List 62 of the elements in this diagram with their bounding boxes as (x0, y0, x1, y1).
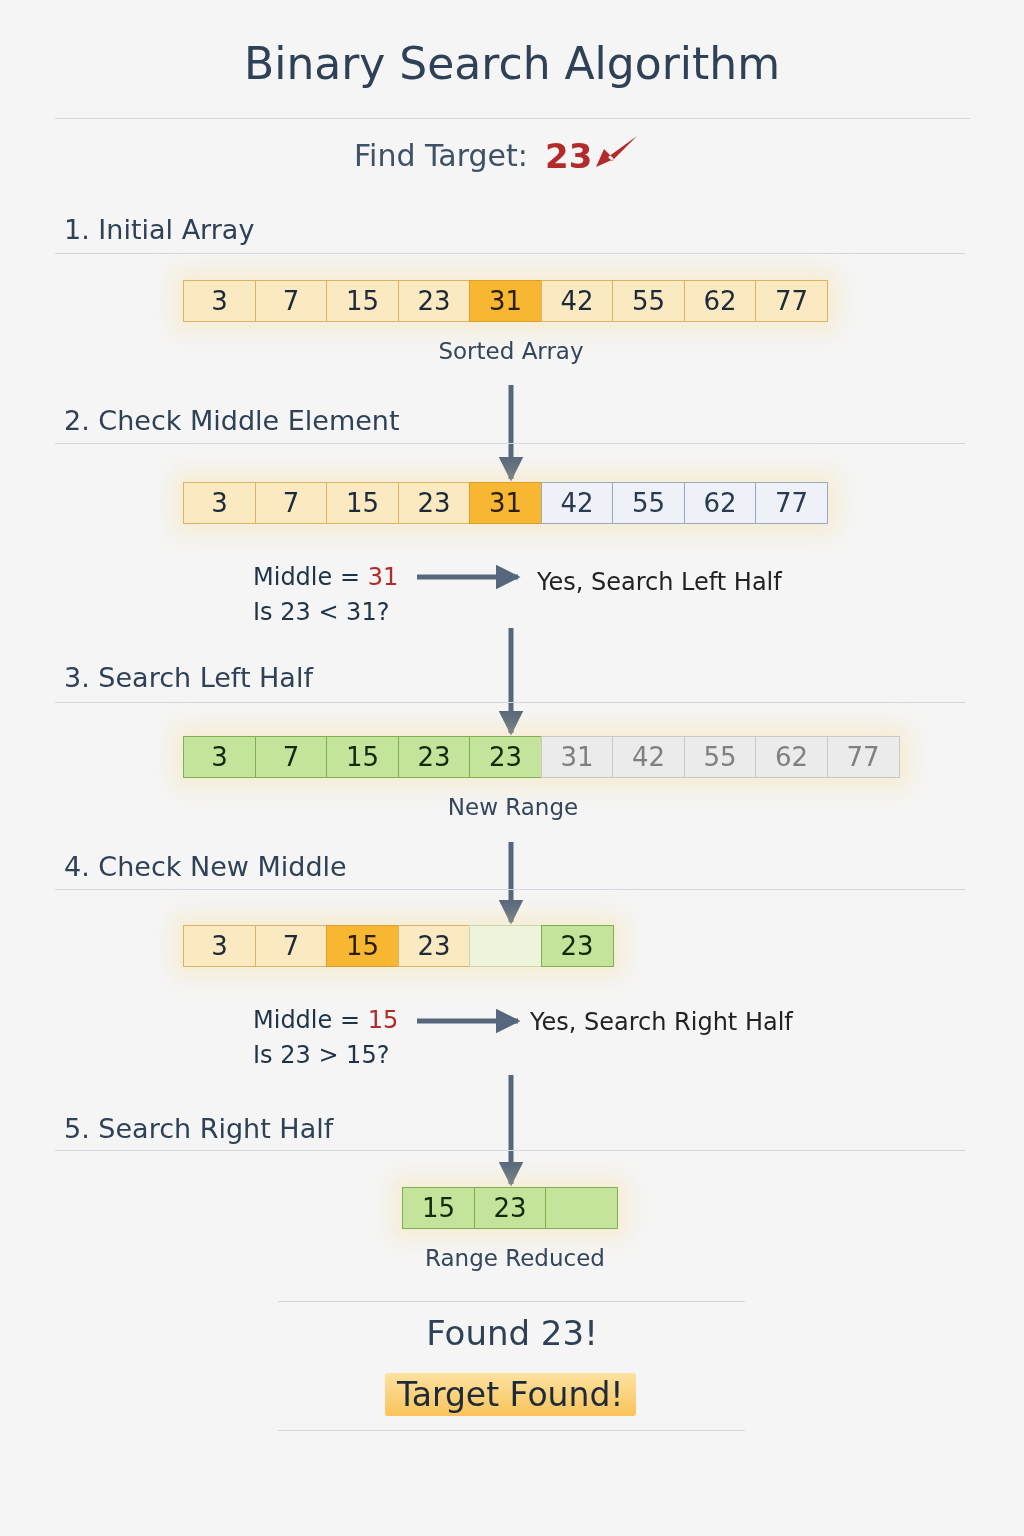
array-cell: 7 (254, 925, 328, 967)
section-heading: 2. Check Middle Element (64, 405, 400, 436)
array-cell: 15 (326, 736, 399, 778)
array-row (183, 482, 828, 524)
array-cell: 62 (683, 482, 757, 524)
array-cell: 23 (397, 736, 471, 778)
array-caption: Sorted Array (438, 338, 584, 364)
arrow (498, 628, 524, 736)
array-cell: 31 (540, 736, 614, 778)
array-cell: 23 (473, 1187, 547, 1229)
array-row (183, 925, 614, 967)
arrow (498, 842, 524, 925)
array-cell: 7 (254, 280, 328, 322)
array-cell: 77 (755, 280, 828, 322)
decision-text: Yes, Search Right Half (520, 1008, 793, 1036)
array-cell: 15 (326, 280, 399, 322)
array-caption: Range Reduced (425, 1245, 605, 1271)
target-value: 23 (545, 136, 593, 176)
array-cell: 42 (540, 482, 614, 524)
array-cell: 7 (254, 736, 328, 778)
result-heading: Found 23! (425, 1313, 599, 1353)
array-cell: 77 (826, 736, 900, 778)
array-cell: 23 (397, 482, 471, 524)
array-cell: 23 (397, 280, 471, 322)
array-cell: 23 (469, 736, 542, 778)
array-cell: 15 (326, 925, 399, 967)
arrow (417, 1008, 521, 1034)
comparison-note: Middle = 31 (253, 562, 400, 593)
array-cell: 55 (612, 482, 685, 524)
arrow (498, 1075, 524, 1187)
array-cell: 15 (402, 1187, 475, 1229)
array-cell: 62 (755, 736, 828, 778)
array-cell: 7 (254, 482, 328, 524)
array-cell: 3 (183, 482, 256, 524)
array-cell: 42 (612, 736, 685, 778)
arrow (498, 385, 524, 482)
section-heading: 5. Search Right Half (64, 1113, 334, 1144)
comparison-note: Is 23 > 15? (253, 1040, 391, 1071)
array-cell: 3 (183, 280, 256, 322)
decision-text: Yes, Search Left Half (520, 568, 782, 596)
comparison-note: Middle = 15 (253, 1005, 400, 1036)
array-cell: 23 (540, 925, 614, 967)
section-heading: 1. Initial Array (64, 214, 255, 245)
array-cell: 15 (326, 482, 399, 524)
comparison-note: Is 23 < 31? (253, 597, 391, 628)
array-cell: 55 (683, 736, 757, 778)
array-cell: 77 (755, 482, 828, 524)
prompt-text: Find Target: (354, 138, 528, 173)
result-badge: Target Found! (385, 1373, 636, 1416)
array-cell: 62 (683, 280, 757, 322)
array-cell: 3 (183, 925, 256, 967)
array-cell: 3 (183, 736, 256, 778)
section-heading: 4. Check New Middle (64, 851, 347, 882)
array-cell: 31 (469, 280, 542, 322)
array-cell: 23 (397, 925, 471, 967)
arrow (417, 564, 521, 590)
array-caption: New Range (447, 794, 579, 820)
array-cell: 31 (469, 482, 542, 524)
array-cell: 55 (612, 280, 685, 322)
title: Binary Search Algorithm (243, 38, 781, 89)
array-cell: 42 (540, 280, 614, 322)
section-heading: 3. Search Left Half (64, 662, 313, 693)
